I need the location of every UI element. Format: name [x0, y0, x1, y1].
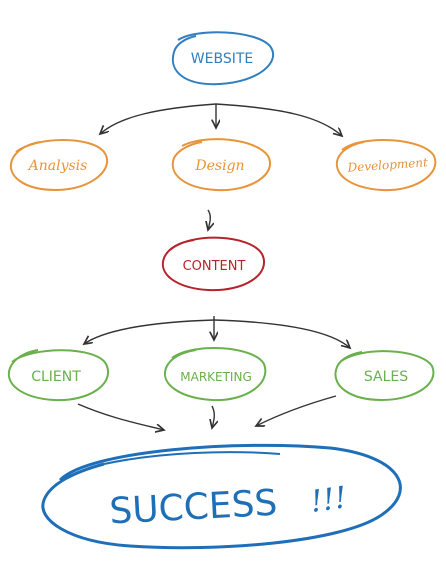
node-development: Development	[335, 139, 437, 192]
success-exclamations: !!!	[308, 480, 349, 520]
node-sales: SALES	[334, 350, 435, 402]
success-ellipse-stroke-2	[103, 451, 281, 465]
node-design: Design	[171, 138, 271, 192]
node-success: SUCCESS !!!	[41, 443, 402, 550]
node-marketing: MARKETING	[163, 347, 267, 402]
development-ellipse	[335, 139, 437, 192]
arrow-sales-to-success	[256, 395, 337, 426]
marketing-ellipse	[163, 347, 267, 402]
success-label: SUCCESS	[108, 483, 278, 533]
node-website: WEBSITE	[171, 31, 275, 86]
sales-label: SALES	[364, 369, 408, 385]
node-content: CONTENT	[161, 236, 265, 292]
analysis-label: Analysis	[27, 158, 88, 174]
node-client: CLIENT	[7, 349, 109, 402]
node-analysis: Analysis	[9, 139, 109, 192]
design-ellipse	[171, 138, 271, 192]
sales-ellipse	[334, 350, 435, 402]
website-label: WEBSITE	[191, 51, 253, 67]
website-ellipse	[171, 31, 275, 86]
arrow-website-to-analysis	[100, 103, 217, 134]
arrow-content-to-client	[84, 319, 215, 344]
marketing-label: MARKETING	[180, 370, 252, 384]
development-label: Development	[346, 155, 428, 175]
arrow-marketing-to-success	[212, 405, 214, 428]
content-label: CONTENT	[183, 259, 246, 274]
arrow-website-to-development	[215, 103, 342, 136]
client-ellipse	[7, 349, 109, 402]
analysis-ellipse	[9, 139, 109, 192]
success-ellipse-stroke-1	[41, 443, 402, 550]
design-label: Design	[194, 158, 244, 174]
arrow-client-to-success	[77, 403, 164, 430]
arrow-content-to-sales	[213, 319, 350, 348]
content-ellipse	[161, 236, 265, 292]
arrow-design-to-content	[208, 209, 210, 230]
client-label: CLIENT	[31, 369, 81, 385]
